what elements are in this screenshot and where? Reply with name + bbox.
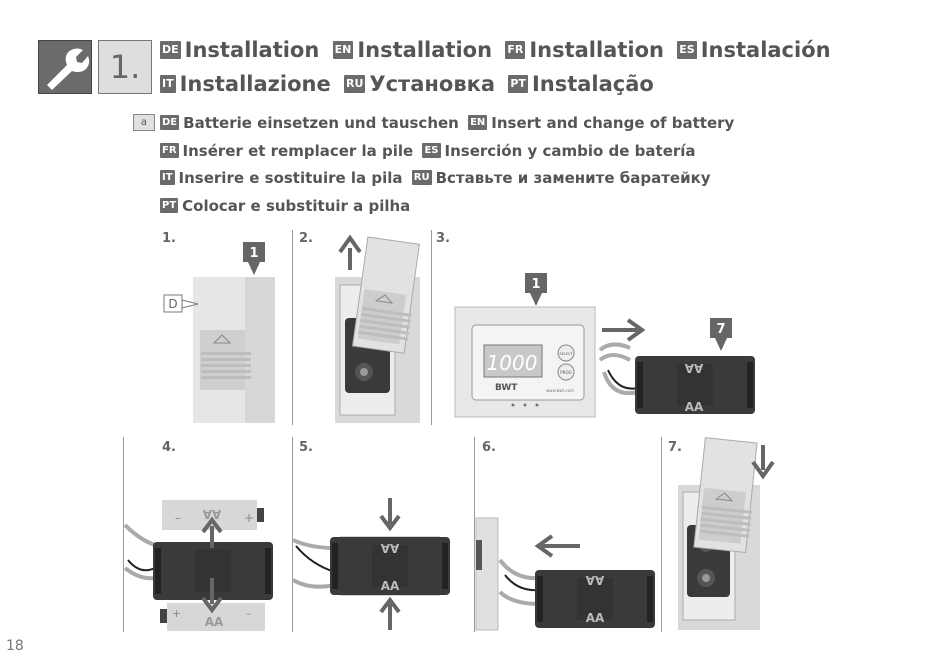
- section-marker: a: [133, 114, 155, 131]
- battery-label: AA: [685, 400, 704, 414]
- panel-divider: [292, 230, 293, 425]
- display-reading: 1000: [487, 351, 538, 375]
- battery-top: – + AA: [162, 500, 264, 530]
- title-text: Instalación: [700, 38, 831, 62]
- arrow-down-icon: [201, 578, 223, 614]
- arrow-up-icon: [379, 596, 401, 630]
- lang-tag: FR: [160, 143, 179, 158]
- step-number: 1.: [109, 48, 141, 86]
- title-text: Instalação: [531, 72, 654, 96]
- callout-marker: 1: [243, 242, 265, 275]
- wrench-icon: [47, 48, 90, 90]
- step-label: 3.: [436, 231, 450, 246]
- step-label: 7.: [668, 440, 682, 455]
- lang-tag: PT: [160, 198, 179, 213]
- panel-divider: [474, 437, 475, 632]
- battery-holder: AA AA: [291, 536, 450, 596]
- device-closed: [193, 277, 275, 423]
- lang-tag: IT: [160, 75, 176, 93]
- lang-tag: IT: [160, 170, 175, 185]
- instruction-text: Insérer et remplacer la pile: [182, 141, 414, 160]
- battery-label: AA: [585, 573, 604, 587]
- lang-tag: RU: [411, 170, 432, 185]
- battery-label: AA: [202, 507, 221, 521]
- instruction-text: Вставьте и замените баратейку: [435, 168, 711, 187]
- lang-tag: ES: [677, 41, 697, 59]
- label-d-text: D: [168, 297, 177, 311]
- callout-number: 1: [531, 277, 540, 292]
- callout-marker: 7: [710, 318, 732, 351]
- arrow-up-icon: [201, 516, 223, 548]
- battery-label: AA: [586, 611, 605, 625]
- panel-divider: [123, 437, 124, 632]
- brand-logo: BWT: [495, 383, 518, 393]
- battery-holder: AA AA: [498, 558, 655, 628]
- cover-lowering: [693, 437, 758, 554]
- title-text: Installation: [529, 38, 664, 62]
- wrench-icon-box: [38, 40, 92, 94]
- battery-holder: AA AA: [598, 342, 755, 414]
- step-number-box: 1.: [98, 40, 152, 94]
- battery-holder: [123, 523, 273, 600]
- arrow-down-icon: [751, 445, 775, 480]
- lang-tag: EN: [332, 41, 354, 59]
- arrow-up-icon: [338, 234, 362, 270]
- section-marker-text: a: [140, 117, 148, 128]
- lang-tag: FR: [505, 41, 526, 59]
- battery-minus: –: [246, 607, 252, 620]
- lang-tag: EN: [468, 115, 488, 130]
- battery-bottom: + – AA: [160, 603, 265, 631]
- button-select-label: SELECT: [559, 352, 573, 356]
- instruction-text: Inserción y cambio de batería: [444, 141, 696, 160]
- cover-lifted: [352, 236, 420, 354]
- arrow-right-icon: [602, 318, 646, 342]
- control-unit: 1000 BWT SELECT PROG www.bwt.com: [454, 306, 596, 418]
- panel-divider: [292, 437, 293, 632]
- battery-label: AA: [380, 541, 399, 555]
- lang-tag: DE: [160, 115, 180, 130]
- panel-divider: [661, 437, 662, 632]
- battery-plus: +: [172, 607, 181, 620]
- instruction-text: Batterie einsetzen und tauschen: [183, 113, 459, 132]
- callout-marker: 1: [525, 273, 547, 306]
- page-number: 18: [6, 638, 24, 654]
- lang-tag: DE: [160, 41, 181, 59]
- instruction-text: Insert and change of battery: [491, 113, 735, 132]
- arrow-down-icon: [379, 498, 401, 532]
- step-label: 4.: [162, 440, 176, 455]
- step-label: 2.: [299, 231, 313, 246]
- title-text: Installation: [357, 38, 493, 62]
- label-d: D: [163, 294, 199, 313]
- arrow-left-icon: [534, 534, 580, 558]
- title-text: Installation: [184, 38, 320, 62]
- instruction-text: Colocar e substituir a pilha: [182, 196, 411, 215]
- lang-tag: ES: [422, 143, 441, 158]
- step-label: 5.: [299, 440, 313, 455]
- callout-number: 7: [716, 322, 725, 337]
- url-label: www.bwt.com: [546, 388, 574, 393]
- title-text: Установка: [369, 72, 496, 96]
- callout-number: 1: [249, 246, 258, 261]
- battery-minus: –: [175, 511, 181, 525]
- lang-tag: RU: [344, 75, 366, 93]
- step-label: 6.: [482, 440, 496, 455]
- step-label: 1.: [162, 231, 176, 246]
- panel-divider: [431, 230, 432, 425]
- lang-tag: PT: [508, 75, 528, 93]
- battery-label: AA: [205, 615, 224, 629]
- battery-label: AA: [381, 579, 400, 593]
- button-prog-label: PROG: [560, 370, 571, 375]
- device-edge: [475, 517, 499, 631]
- battery-label: AA: [684, 361, 703, 375]
- instruction-text: Inserire e sostituire la pila: [178, 168, 403, 187]
- battery-plus: +: [244, 511, 254, 525]
- title-text: Installazione: [179, 72, 331, 96]
